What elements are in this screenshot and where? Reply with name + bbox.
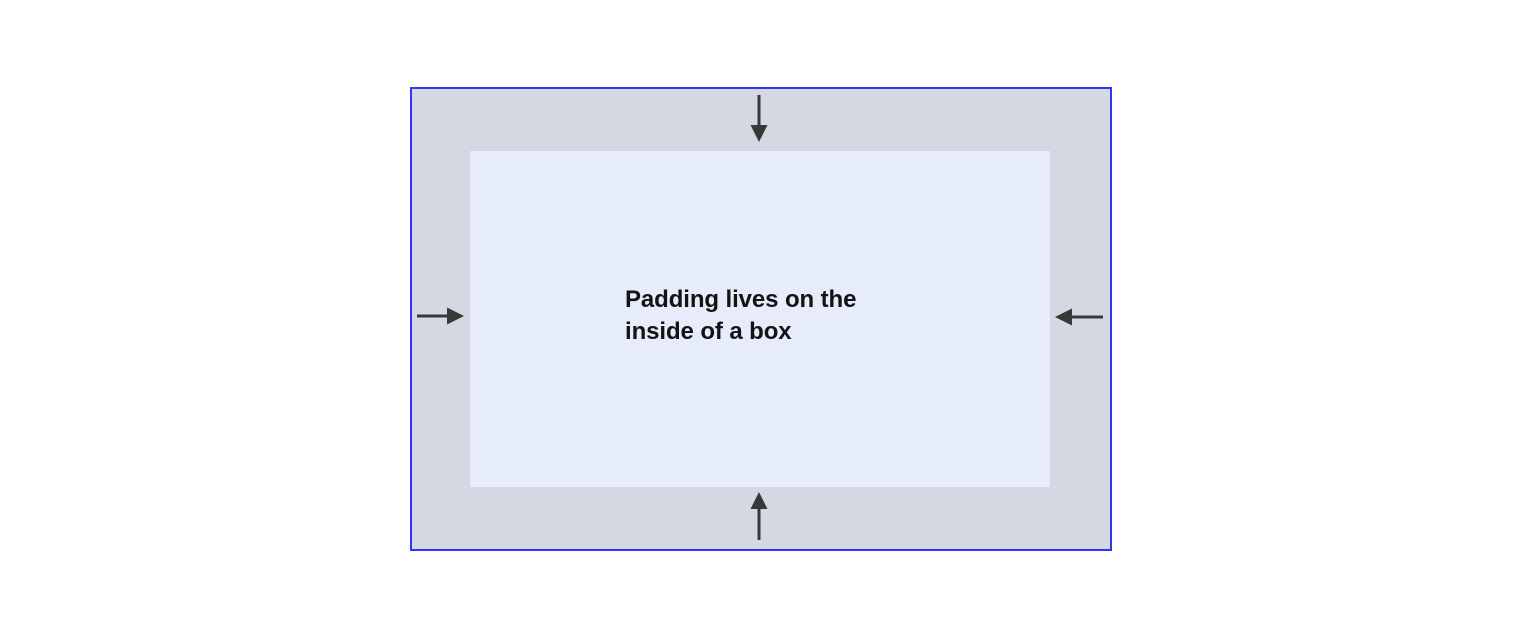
content-label: Padding lives on the inside of a box bbox=[625, 286, 857, 345]
content-box bbox=[470, 151, 1050, 487]
